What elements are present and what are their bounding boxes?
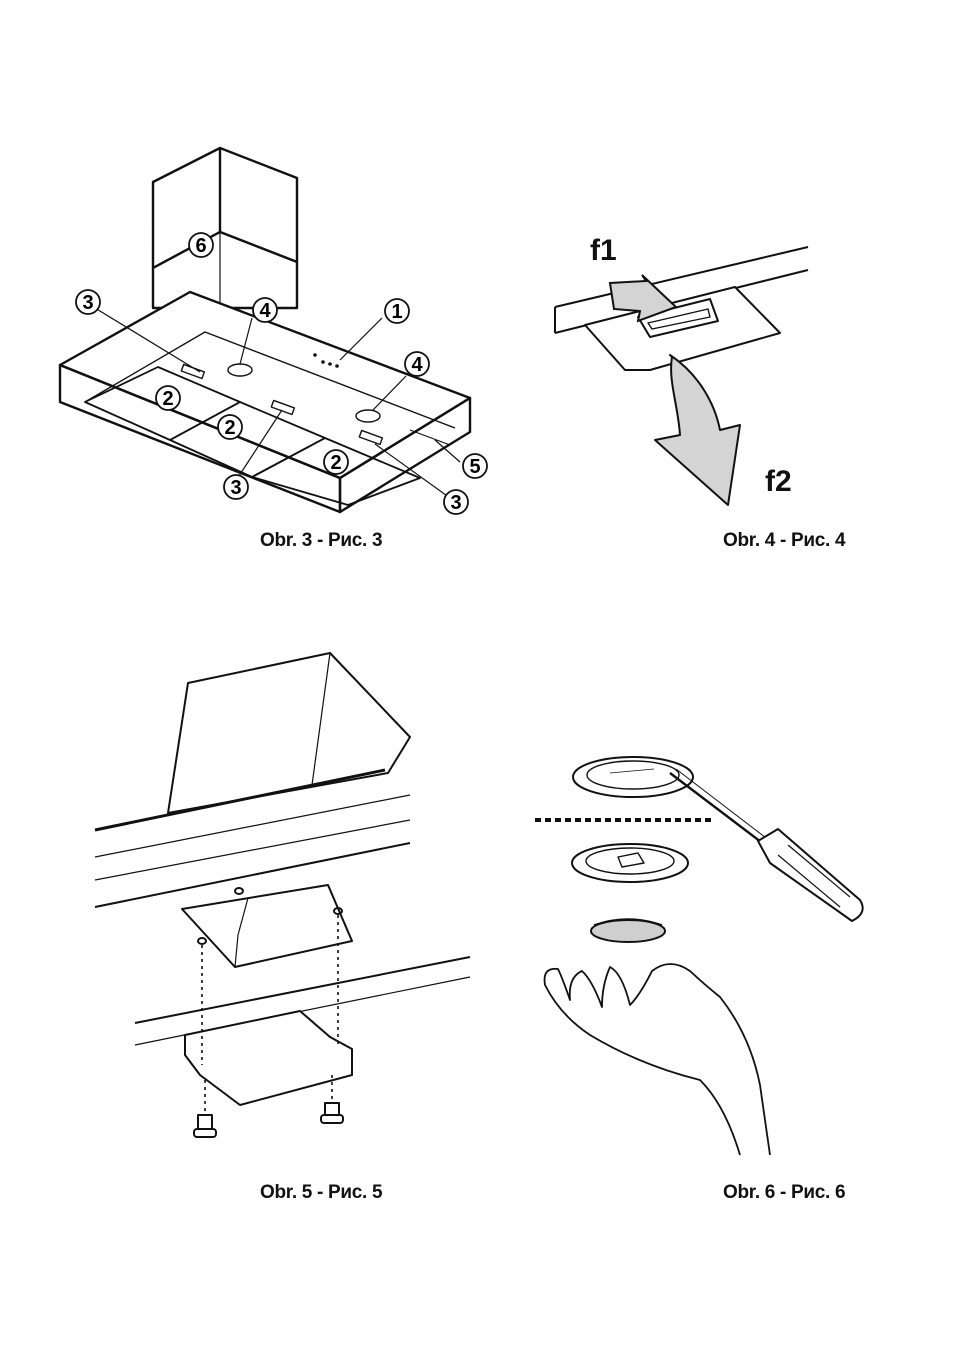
callout-6: 6: [195, 235, 206, 257]
label-f2: f2: [765, 465, 792, 498]
callout-4b: 4: [411, 354, 423, 376]
label-f1: f1: [590, 234, 617, 267]
figure-6: [530, 745, 880, 1160]
callout-2a: 2: [162, 388, 173, 410]
hand-icon: [543, 963, 771, 1156]
screw-icon: [193, 1114, 217, 1138]
caption-fig3: Obr. 3 - Рис. 3: [260, 530, 383, 551]
push-arrow-icon: [608, 274, 678, 323]
pull-down-arrow-icon: [654, 354, 741, 506]
callouts: 6 3 4 1 4 2 2 2 5 3 3: [75, 232, 488, 515]
hood-illustration: 6 3 4 1 4 2 2 2 5 3 3: [58, 146, 488, 515]
callout-2c: 2: [330, 452, 341, 474]
caption-fig5: Obr. 5 - Рис. 5: [260, 1182, 383, 1203]
screwdriver-icon: [669, 768, 864, 922]
callout-4a: 4: [259, 300, 271, 322]
callout-3b: 3: [230, 477, 241, 499]
screw-icon: [320, 1102, 344, 1124]
filter-release-illustration: f1 f2: [554, 234, 809, 506]
figure-5: [90, 645, 480, 1145]
callout-1: 1: [391, 301, 402, 323]
caption-fig4: Obr. 4 - Рис. 4: [723, 530, 846, 551]
panel-screws-illustration: [94, 652, 471, 1138]
caption-fig6: Obr. 6 - Рис. 6: [723, 1182, 846, 1203]
figure-3: 6 3 4 1 4 2 2 2 5 3 3: [40, 140, 500, 520]
bulb-icon: [590, 919, 666, 943]
callout-2b: 2: [224, 417, 235, 439]
callout-3a: 3: [82, 292, 93, 314]
lamp-replacement-illustration: [535, 756, 864, 1156]
callout-3c: 3: [450, 492, 461, 514]
figure-4: f1 f2: [550, 225, 820, 515]
callout-5: 5: [469, 456, 480, 478]
